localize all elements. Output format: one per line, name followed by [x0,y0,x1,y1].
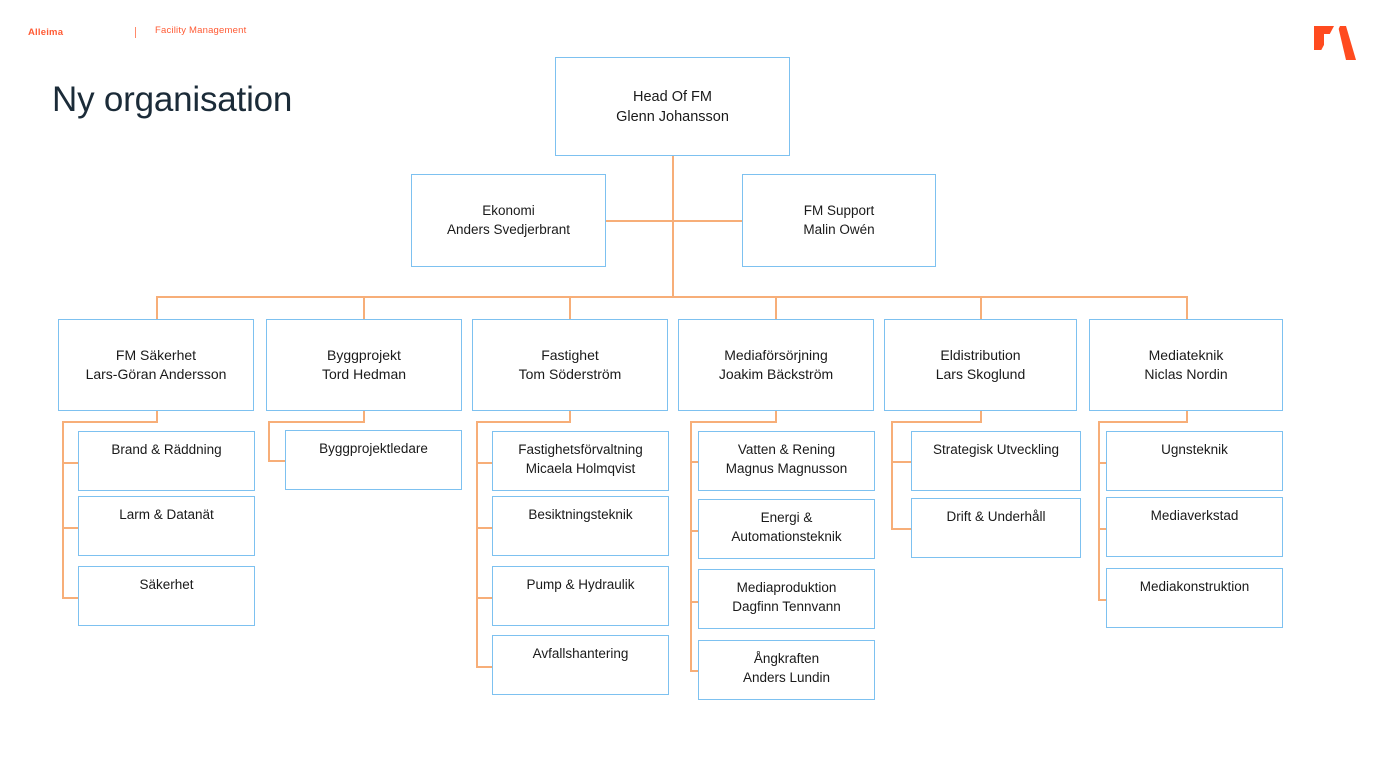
connector-root-trunk [672,156,674,297]
connector-drop-col-2 [363,296,365,319]
node-fastighet[interactable]: Fastighet Tom Söderström [472,319,668,411]
connector-stem-h-col-4 [690,421,777,423]
node-fm-support[interactable]: FM Support Malin Owén [742,174,936,267]
node-strategisk-utveckling[interactable]: Strategisk Utveckling [911,431,1081,491]
node-ugnsteknik[interactable]: Ugnsteknik [1106,431,1283,491]
node-fm-sakerhet-text: FM Säkerhet Lars-Göran Andersson [85,346,227,382]
node-fastighetsforvaltning-text: Fastighetsförvaltning Micaela Holmqvist [518,442,643,476]
node-mediaproduktion[interactable]: Mediaproduktion Dagfinn Tennvann [698,569,875,629]
connector-branch-col-5-0 [891,461,911,463]
connector-drop-col-3 [569,296,571,319]
connector-drop-col-5 [980,296,982,319]
node-mediakonstruktion-text: Mediakonstruktion [1139,579,1250,594]
node-pump-hydraulik[interactable]: Pump & Hydraulik [492,566,669,626]
brand-separator [135,27,136,38]
node-mediaforsorjning-text: Mediaförsörjning Joakim Bäckström [718,346,834,382]
connector-stem-h-col-3 [476,421,571,423]
node-drift-underhall-text: Drift & Underhåll [946,509,1046,524]
brand-subtitle: Facility Management [155,25,247,36]
node-strategisk-utveckling-text: Strategisk Utveckling [932,442,1060,457]
connector-spine-col-6 [1098,421,1100,601]
connector-stem-h-col-6 [1098,421,1188,423]
node-sakerhet[interactable]: Säkerhet [78,566,255,626]
connector-stem-col-4 [775,411,777,423]
node-drift-underhall[interactable]: Drift & Underhåll [911,498,1081,558]
node-brand-raddning-text: Brand & Räddning [111,442,222,457]
node-mediaverkstad[interactable]: Mediaverkstad [1106,497,1283,557]
node-mediateknik-text: Mediateknik Niclas Nordin [1144,346,1228,382]
connector-branch-col-1-1 [62,527,82,529]
node-larm-datanat-text: Larm & Datanät [119,507,214,522]
connector-branch-col-5-1 [891,528,911,530]
node-fm-sakerhet[interactable]: FM Säkerhet Lars-Göran Andersson [58,319,254,411]
connector-spine-col-4 [690,421,692,671]
node-angkraften-text: Ångkraften Anders Lundin [742,651,831,685]
connector-branch-col-3-2 [476,597,496,599]
brand-name: Alleima [28,26,64,38]
node-byggprojektledare[interactable]: Byggprojektledare [285,430,462,490]
node-brand-raddning[interactable]: Brand & Räddning [78,431,255,491]
node-mediakonstruktion[interactable]: Mediakonstruktion [1106,568,1283,628]
connector-stem-col-3 [569,411,571,423]
node-ekonomi[interactable]: Ekonomi Anders Svedjerbrant [411,174,606,267]
node-ugnsteknik-text: Ugnsteknik [1161,442,1228,457]
node-ekonomi-text: Ekonomi Anders Svedjerbrant [446,202,571,237]
node-mediaproduktion-text: Mediaproduktion Dagfinn Tennvann [732,580,841,614]
node-energi-automationsteknik-text: Energi & Automationsteknik [731,510,842,544]
node-vatten-rening[interactable]: Vatten & Rening Magnus Magnusson [698,431,875,491]
node-eldistribution[interactable]: Eldistribution Lars Skoglund [884,319,1077,411]
node-fastighet-text: Fastighet Tom Söderström [518,346,622,382]
node-besiktningsteknik-text: Besiktningsteknik [528,507,633,522]
node-head-of-fm[interactable]: Head Of FM Glenn Johansson [555,57,790,156]
node-avfallshantering-text: Avfallshantering [532,646,629,661]
connector-spine-col-2 [268,421,270,461]
node-sakerhet-text: Säkerhet [139,577,194,592]
connector-staff-right [672,220,743,222]
node-fm-support-text: FM Support Malin Owén [803,202,875,237]
node-byggprojekt-text: Byggprojekt Tord Hedman [321,346,407,382]
connector-spine-col-5 [891,421,893,530]
connector-spine-col-3 [476,421,478,667]
connector-stem-h-col-5 [891,421,982,423]
node-energi-automationsteknik[interactable]: Energi & Automationsteknik [698,499,875,559]
connector-staff-left [606,220,674,222]
connector-drop-col-4 [775,296,777,319]
connector-stem-col-5 [980,411,982,423]
node-mediaverkstad-text: Mediaverkstad [1150,508,1239,523]
node-byggprojektledare-text: Byggprojektledare [319,441,428,456]
connector-branch-col-1-0 [62,462,82,464]
node-byggprojekt[interactable]: Byggprojekt Tord Hedman [266,319,462,411]
node-avfallshantering[interactable]: Avfallshantering [492,635,669,695]
connector-branch-col-3-3 [476,666,496,668]
node-eldistribution-text: Eldistribution Lars Skoglund [935,346,1026,382]
connector-branch-col-3-1 [476,527,496,529]
connector-stem-h-col-1 [62,421,158,423]
node-pump-hydraulik-text: Pump & Hydraulik [526,577,635,592]
connector-drop-col-6 [1186,296,1188,319]
node-larm-datanat[interactable]: Larm & Datanät [78,496,255,556]
brand-bar: Alleima Facility Management [28,25,246,39]
node-fastighetsforvaltning[interactable]: Fastighetsförvaltning Micaela Holmqvist [492,431,669,491]
node-mediaforsorjning[interactable]: Mediaförsörjning Joakim Bäckström [678,319,874,411]
connector-drop-col-1 [156,296,158,319]
connector-stem-col-2 [363,411,365,423]
node-head-of-fm-text: Head Of FM Glenn Johansson [616,88,729,125]
node-angkraften[interactable]: Ångkraften Anders Lundin [698,640,875,700]
connector-stem-h-col-2 [268,421,365,423]
connector-spine-col-1 [62,421,64,598]
node-vatten-rening-text: Vatten & Rening Magnus Magnusson [725,442,848,476]
connector-branch-col-1-2 [62,597,82,599]
connector-stem-col-6 [1186,411,1188,423]
alleima-logo [1304,22,1358,64]
connector-distribution-bar [156,296,1187,298]
connector-stem-col-1 [156,411,158,423]
connector-branch-col-2-0 [268,460,288,462]
node-mediateknik[interactable]: Mediateknik Niclas Nordin [1089,319,1283,411]
page-title: Ny organisation [52,80,293,120]
connector-branch-col-3-0 [476,462,496,464]
node-besiktningsteknik[interactable]: Besiktningsteknik [492,496,669,556]
